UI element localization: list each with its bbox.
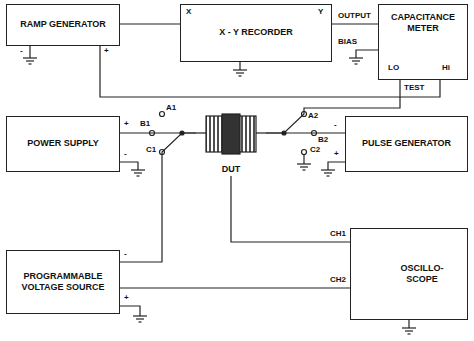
- polarity-sign: +: [334, 150, 339, 158]
- polarity-sign: +: [104, 47, 109, 55]
- signal-label: OUTPUT: [338, 12, 371, 20]
- wire: [120, 23, 180, 24]
- wire: [266, 132, 345, 133]
- terminal-label: LO: [388, 64, 399, 72]
- wire: [231, 176, 350, 242]
- node-text: CAPACITANCE METER: [383, 12, 463, 35]
- signal-label: TEST: [404, 84, 424, 92]
- instrument-box: OSCILLO- SCOPE: [350, 228, 468, 320]
- switch-label: C2: [310, 146, 320, 154]
- ground-symbol: [402, 320, 416, 334]
- instrument-box: RAMP GENERATOR: [6, 4, 120, 46]
- polarity-sign: -: [124, 150, 127, 158]
- input-label: X: [186, 8, 191, 16]
- node-text: X - Y RECORDER: [219, 27, 293, 38]
- node-text: PULSE GENERATOR: [362, 138, 451, 149]
- switch-label: A2: [308, 112, 318, 120]
- channel-label: CH1: [330, 230, 346, 238]
- ground-symbol: [349, 50, 378, 64]
- switch-label: C1: [146, 146, 156, 154]
- input-label: Y: [318, 8, 323, 16]
- wire: [332, 23, 378, 24]
- node-text: OSCILLO- SCOPE: [392, 263, 452, 286]
- ground-symbol: [297, 155, 311, 170]
- polarity-sign: -: [20, 47, 23, 55]
- ground-symbol: [233, 62, 247, 76]
- node-text: RAMP GENERATOR: [20, 19, 106, 30]
- switch-label: B1: [140, 120, 150, 128]
- wire: [120, 287, 350, 288]
- instrument-box: POWER SUPPLY: [6, 116, 120, 172]
- switch-label: B2: [318, 136, 328, 144]
- channel-label: CH2: [330, 276, 346, 284]
- node-text: PROGRAMMABLE VOLTAGE SOURCE: [11, 271, 115, 294]
- ground-symbol: [23, 46, 37, 64]
- node-text: DUT: [222, 164, 241, 175]
- device-under-test: DUT: [196, 108, 266, 176]
- ground-symbol: [120, 162, 145, 176]
- ground-symbol: [120, 306, 147, 322]
- instrument-box: PROGRAMMABLE VOLTAGE SOURCE: [6, 250, 120, 314]
- dut-device: [196, 114, 266, 154]
- node-text: POWER SUPPLY: [27, 138, 99, 149]
- polarity-sign: +: [124, 294, 129, 302]
- terminal-label: Hi: [442, 64, 450, 72]
- polarity-sign: +: [124, 120, 129, 128]
- instrument-box: PULSE GENERATOR: [345, 116, 468, 172]
- switch-label: A1: [166, 104, 176, 112]
- ground-symbol: [321, 162, 345, 176]
- instrument-box: X - Y RECORDER: [180, 4, 332, 62]
- polarity-sign: -: [124, 250, 127, 258]
- polarity-sign: -: [334, 121, 337, 129]
- wire: [120, 133, 196, 262]
- signal-label: BIAS: [338, 38, 357, 46]
